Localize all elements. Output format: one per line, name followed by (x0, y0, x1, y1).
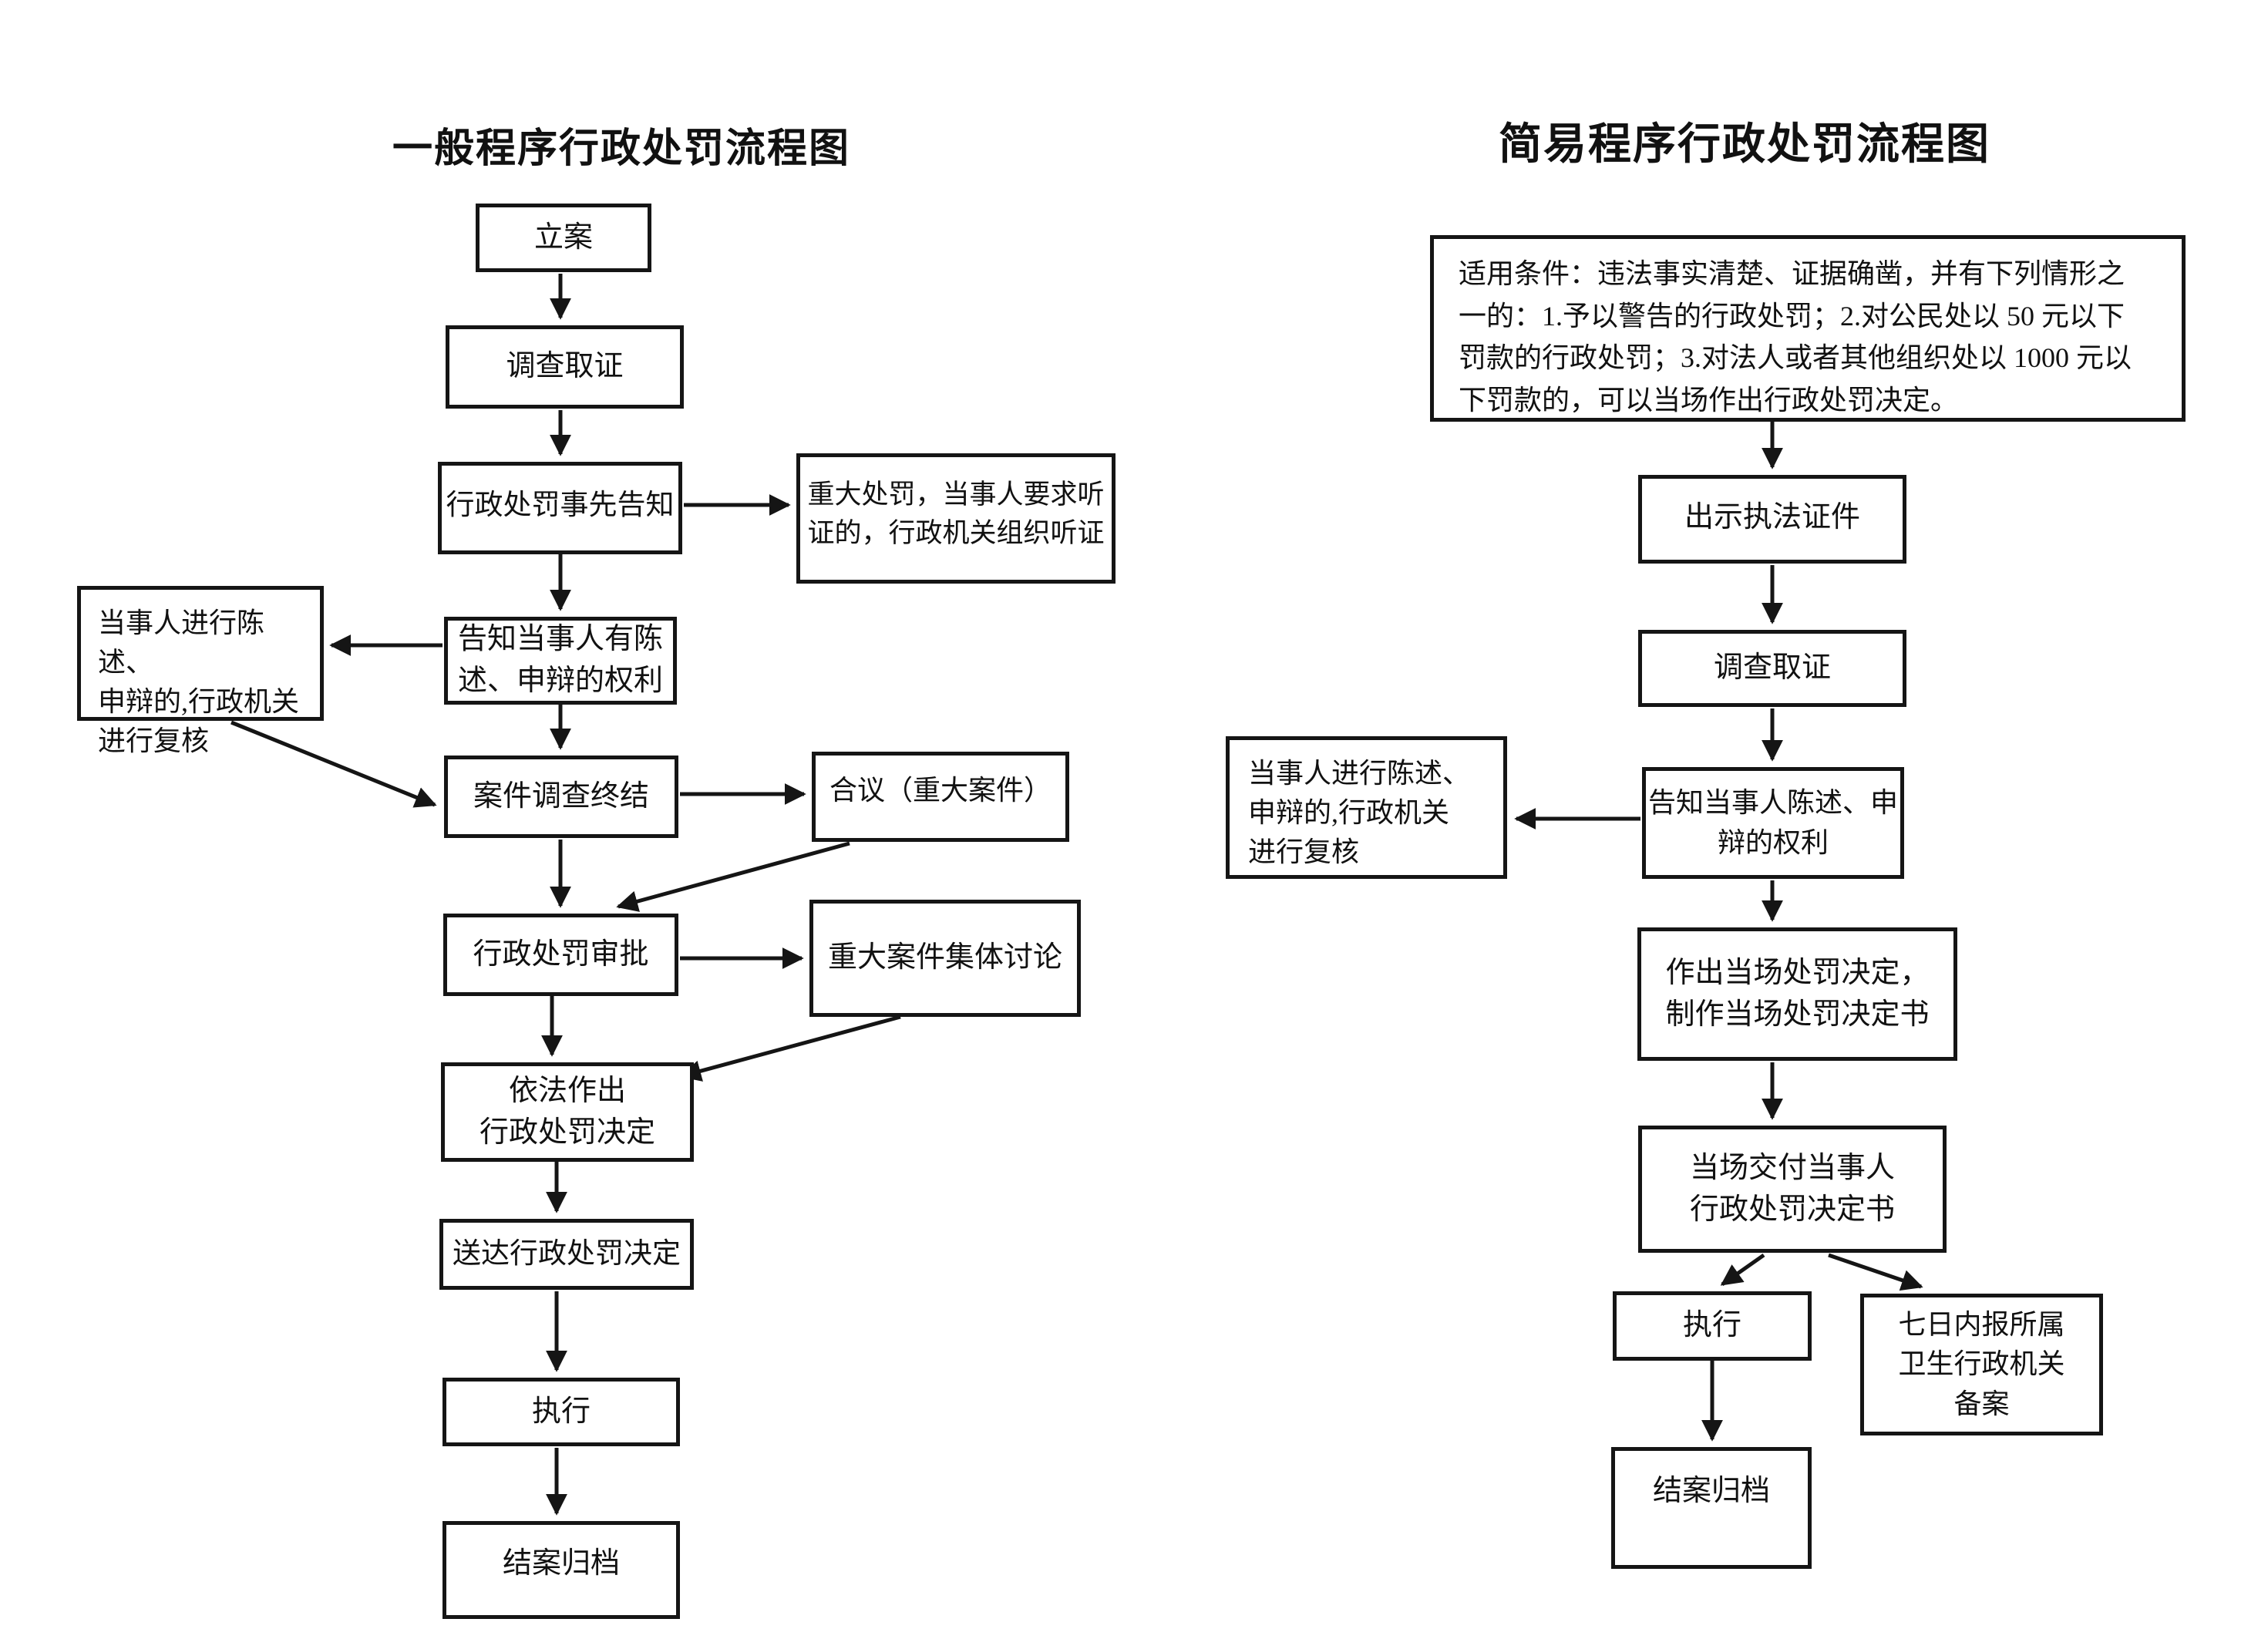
node-shixian-gaozhi-label: 行政处罚事先告知 (446, 490, 675, 521)
node-jiean-guidang-left-label: 结案归档 (502, 1547, 620, 1580)
node-dangshiren-fuhe-right-label: 当事人进行陈述、 申辩的,行政机关 进行复核 (1248, 758, 1471, 868)
node-yifa-zuochu-label: 依法作出 行政处罚决定 (479, 1074, 655, 1149)
edge-heyi-to-shenpi (616, 841, 850, 912)
node-zuochu-dangchang: 作出当场处罚决定， 制作当场处罚决定书 (1637, 927, 1957, 1061)
node-dangshiren-fuhe-left-label: 当事人进行陈述、 申辩的,行政机关 进行复核 (98, 607, 300, 757)
edge-fuhe-to-anjianzhongjie (231, 720, 437, 808)
node-zhixing-left: 执行 (442, 1378, 680, 1446)
node-diaocha-quzheng-left: 调查取证 (446, 325, 684, 409)
node-dangshiren-fuhe-right: 当事人进行陈述、 申辩的,行政机关 进行复核 (1226, 736, 1507, 879)
node-songda-jueding: 送达行政处罚决定 (439, 1219, 694, 1290)
right-chart-title-text: 简易程序行政处罚流程图 (1499, 119, 1990, 168)
node-dangchang-jiaofu-label: 当场交付当事人 行政处罚决定书 (1689, 1151, 1895, 1226)
node-jiean-guidang-right: 结案归档 (1611, 1447, 1812, 1569)
node-jiean-guidang-left: 结案归档 (442, 1521, 680, 1619)
node-shixian-gaozhi: 行政处罚事先告知 (438, 462, 682, 554)
node-gaozhi-chenshu-right-label: 告知当事人陈述、申 辩的权利 (1647, 787, 1898, 858)
node-zhongda-tingzheng-label: 重大处罚，当事人要求听 证的，行政机关组织听证 (807, 480, 1105, 548)
node-qiri-beian: 七日内报所属 卫生行政机关 备案 (1860, 1294, 2103, 1435)
node-zhongda-tingzheng: 重大处罚，当事人要求听 证的，行政机关组织听证 (796, 453, 1115, 584)
node-yifa-zuochu: 依法作出 行政处罚决定 (441, 1062, 694, 1162)
node-gaozhi-chenshu-right: 告知当事人陈述、申 辩的权利 (1642, 767, 1904, 879)
node-heyi: 合议（重大案件） (812, 752, 1069, 842)
node-chufa-shenpi-label: 行政处罚审批 (473, 937, 649, 971)
node-shiyong-tiaojian: 适用条件：违法事实清楚、证据确凿，并有下列情形之 一的：1.予以警告的行政处罚；… (1430, 235, 2186, 422)
node-lian: 立案 (476, 204, 651, 272)
edge-jiaofu-to-zhixing-r (1720, 1253, 1765, 1287)
left-chart-title-text: 一般程序行政处罚流程图 (392, 126, 851, 171)
node-jiti-taolun-label: 重大案件集体讨论 (827, 941, 1062, 974)
node-anjian-zhongjie-label: 案件调查终结 (473, 780, 649, 813)
node-jiean-guidang-right-label: 结案归档 (1652, 1475, 1770, 1507)
node-zhixing-right-label: 执行 (1682, 1309, 1741, 1342)
edge-jiaofu-to-qiribeian (1828, 1253, 1923, 1291)
node-zhixing-right: 执行 (1613, 1291, 1812, 1361)
node-songda-jueding-label: 送达行政处罚决定 (453, 1237, 681, 1270)
node-lian-label: 立案 (533, 220, 593, 254)
node-dangshiren-fuhe-left: 当事人进行陈述、 申辩的,行政机关 进行复核 (77, 586, 324, 756)
node-heyi-label: 合议（重大案件） (829, 775, 1052, 806)
node-diaocha-quzheng-left-label: 调查取证 (506, 350, 624, 382)
node-shiyong-tiaojian-label: 适用条件：违法事实清楚、证据确凿，并有下列情形之 一的：1.予以警告的行政处罚；… (1459, 258, 2132, 416)
node-qiri-beian-label: 七日内报所属 卫生行政机关 备案 (1898, 1309, 2065, 1419)
node-anjian-zhongjie: 案件调查终结 (444, 756, 678, 838)
edge-jititaolun-to-yifazuochu (679, 1015, 901, 1082)
node-zuochu-dangchang-label: 作出当场处罚决定， 制作当场处罚决定书 (1665, 956, 1930, 1031)
node-gaozhi-chenshu-left: 告知当事人有陈 述、申辩的权利 (444, 617, 677, 705)
node-zhixing-left-label: 执行 (531, 1395, 591, 1428)
left-chart-title: 一般程序行政处罚流程图 (392, 116, 850, 173)
node-chufa-shenpi: 行政处罚审批 (443, 914, 678, 996)
right-chart-title: 简易程序行政处罚流程图 (1499, 109, 1990, 172)
node-diaocha-quzheng-right-label: 调查取证 (1713, 651, 1831, 684)
node-dangchang-jiaofu: 当场交付当事人 行政处罚决定书 (1638, 1126, 1947, 1253)
node-diaocha-quzheng-right: 调查取证 (1638, 630, 1906, 707)
node-jiti-taolun: 重大案件集体讨论 (809, 900, 1081, 1017)
node-chushi-zhengjian: 出示执法证件 (1638, 475, 1906, 564)
node-gaozhi-chenshu-left-label: 告知当事人有陈 述、申辩的权利 (457, 623, 663, 697)
node-chushi-zhengjian-label: 出示执法证件 (1684, 501, 1860, 533)
